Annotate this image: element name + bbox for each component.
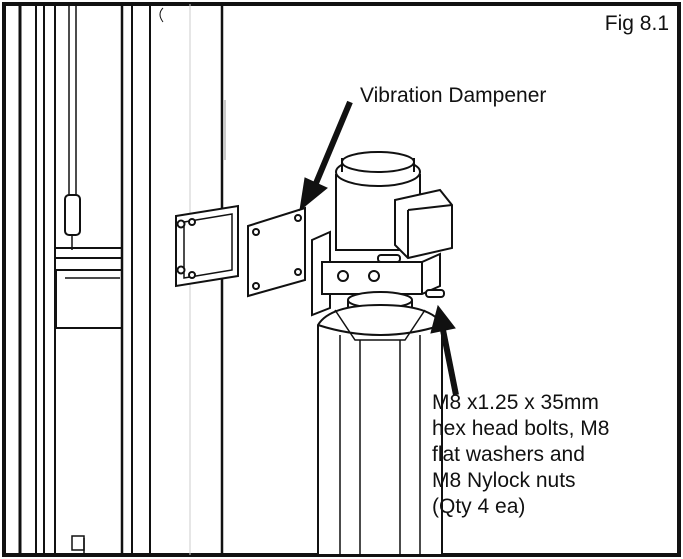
machine-column — [18, 4, 226, 555]
mounting-bracket — [175, 204, 239, 288]
vibration-dampener-plate — [247, 206, 306, 298]
motor-assembly — [311, 151, 453, 556]
dampener-arrow — [299, 100, 353, 212]
bolts-callout-line: hex head bolts, M8 — [432, 417, 610, 440]
figure-number: Fig 8.1 — [604, 12, 669, 35]
bolts-callout-line: flat washers and — [432, 443, 585, 466]
bolts-callout-line: M8 x1.25 x 35mm — [432, 391, 599, 414]
bolts-callout-line: (Qty 4 ea) — [432, 495, 526, 518]
dampener-callout-label: Vibration Dampener — [360, 84, 547, 107]
bolts-callout-label: M8 x1.25 x 35mm hex head bolts, M8 flat … — [432, 390, 609, 520]
bolts-arrow — [430, 304, 459, 396]
bolts-callout-line: M8 Nylock nuts — [432, 469, 576, 492]
